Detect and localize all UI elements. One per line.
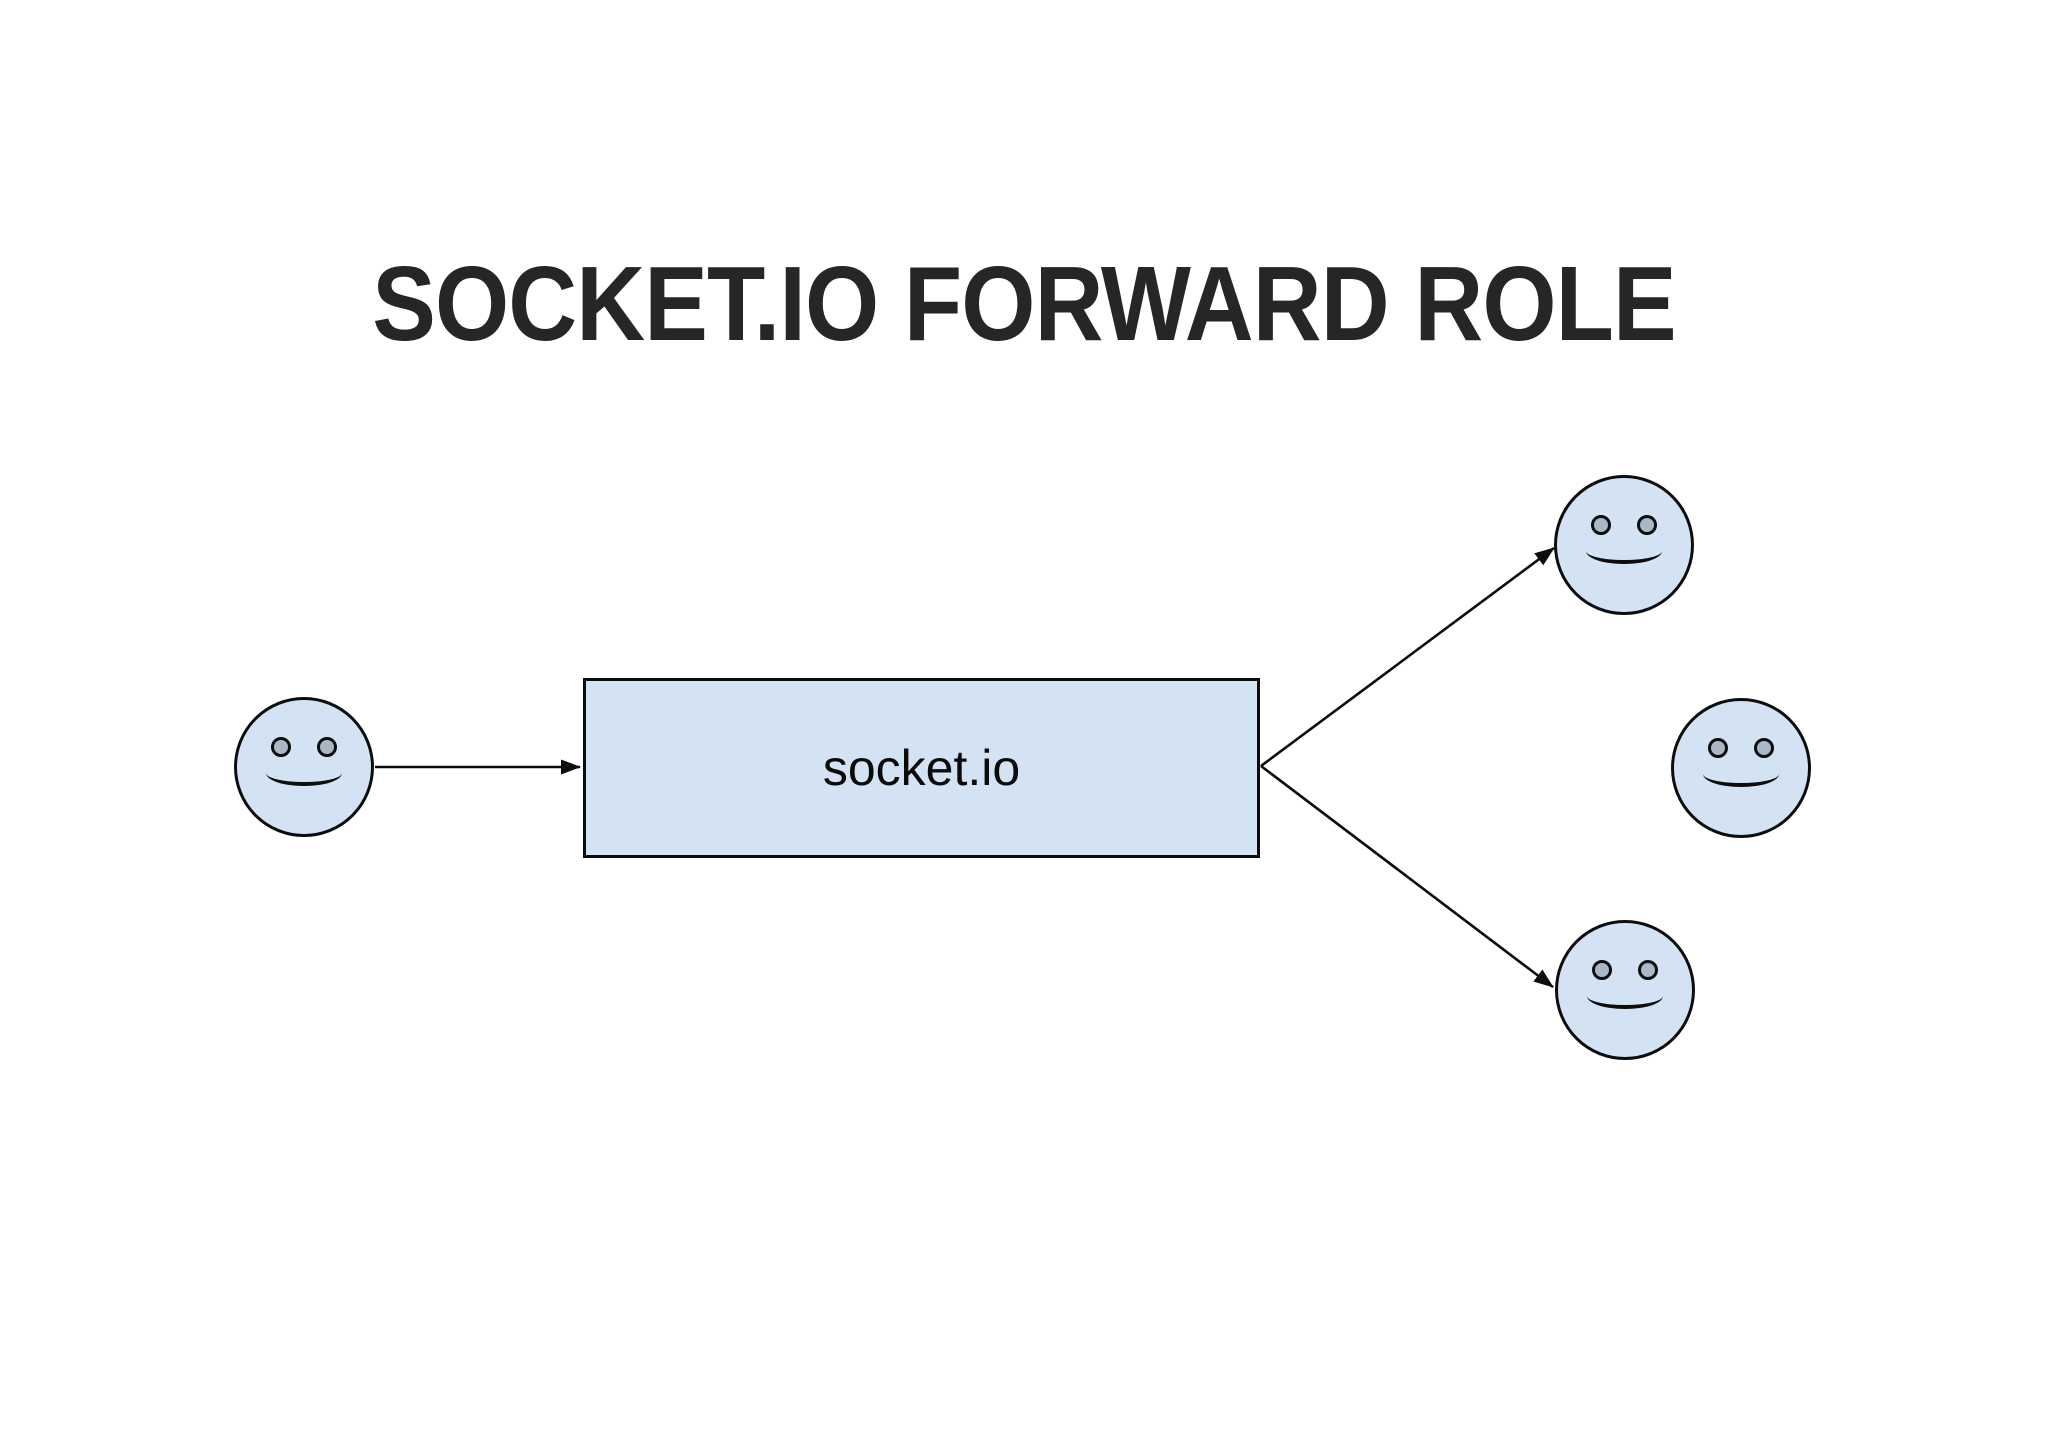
client-face-sender: [234, 697, 374, 837]
client-face-idle-right: [1671, 698, 1811, 838]
smile-icon: [1586, 538, 1662, 564]
eye-icon: [271, 737, 291, 757]
eye-icon: [1754, 738, 1774, 758]
smile-icon: [1587, 983, 1663, 1009]
smile-icon: [266, 760, 342, 786]
smile-icon: [1703, 761, 1779, 787]
arrow-server-to-top-client: [1260, 546, 1555, 768]
client-face-receiver-top: [1554, 475, 1694, 615]
eye-icon: [1592, 960, 1612, 980]
arrow-server-to-bottom-client: [1260, 764, 1554, 989]
eye-icon: [1638, 960, 1658, 980]
eye-icon: [1637, 515, 1657, 535]
server-box-label: socket.io: [822, 740, 1021, 796]
eye-icon: [317, 737, 337, 757]
page-title: SOCKET.IO FORWARD ROLE: [372, 245, 1676, 363]
eye-icon: [1591, 515, 1611, 535]
client-face-receiver-bottom: [1555, 920, 1695, 1060]
server-box: socket.io: [583, 678, 1260, 858]
eye-icon: [1708, 738, 1728, 758]
